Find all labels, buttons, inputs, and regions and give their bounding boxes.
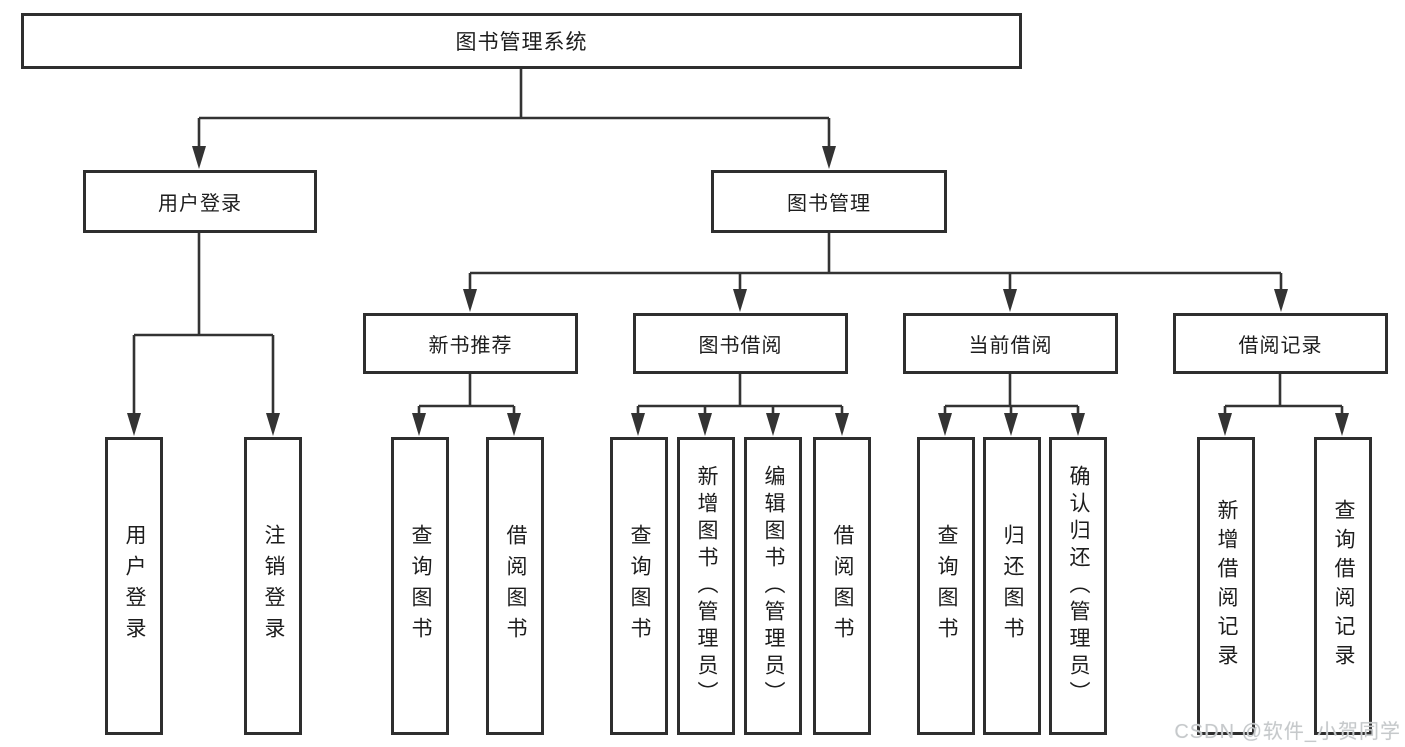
node-borrowing-records: 借阅记录 — [1173, 313, 1388, 374]
leaf-query-books-newbooks: 查询图书 — [391, 437, 449, 735]
leaf-edit-books-admin: 编辑图书（管理员） — [744, 437, 802, 735]
arrowhead-icon — [822, 146, 836, 169]
node-book-management: 图书管理 — [711, 170, 947, 233]
node-user-login: 用户登录 — [83, 170, 317, 233]
leaf-add-borrow-record: 新增借阅记录 — [1197, 437, 1255, 735]
arrowhead-icon — [1003, 289, 1017, 312]
leaf-query-books-borrow: 查询图书 — [610, 437, 668, 735]
arrowhead-icon — [631, 413, 645, 436]
node-current-borrowing: 当前借阅 — [903, 313, 1118, 374]
arrowhead-icon — [1004, 413, 1018, 436]
arrowhead-icon — [835, 413, 849, 436]
leaf-user-login: 用户登录 — [105, 437, 163, 735]
connector-arrowheads — [127, 146, 1349, 436]
leaf-logout: 注销登录 — [244, 437, 302, 735]
leaf-borrow-books-borrow: 借阅图书 — [813, 437, 871, 735]
arrowhead-icon — [733, 289, 747, 312]
arrowhead-icon — [463, 289, 477, 312]
arrowhead-icon — [938, 413, 952, 436]
leaf-return-books: 归还图书 — [983, 437, 1041, 735]
arrowhead-icon — [412, 413, 426, 436]
arrowhead-icon — [127, 413, 141, 436]
leaf-query-books-current: 查询图书 — [917, 437, 975, 735]
node-new-book-recommendation: 新书推荐 — [363, 313, 578, 374]
leaf-confirm-return-admin: 确认归还（管理员） — [1049, 437, 1107, 735]
arrowhead-icon — [698, 413, 712, 436]
leaf-add-books-admin: 新增图书（管理员） — [677, 437, 735, 735]
arrowhead-icon — [1274, 289, 1288, 312]
leaf-query-borrow-record: 查询借阅记录 — [1314, 437, 1372, 735]
arrowhead-icon — [1335, 413, 1349, 436]
arrowhead-icon — [766, 413, 780, 436]
node-book-borrowing: 图书借阅 — [633, 313, 848, 374]
leaf-borrow-books-newbooks: 借阅图书 — [486, 437, 544, 735]
arrowhead-icon — [266, 413, 280, 436]
arrowhead-icon — [192, 146, 206, 169]
arrowhead-icon — [507, 413, 521, 436]
arrowhead-icon — [1218, 413, 1232, 436]
arrowhead-icon — [1071, 413, 1085, 436]
node-library-management-system: 图书管理系统 — [21, 13, 1022, 69]
